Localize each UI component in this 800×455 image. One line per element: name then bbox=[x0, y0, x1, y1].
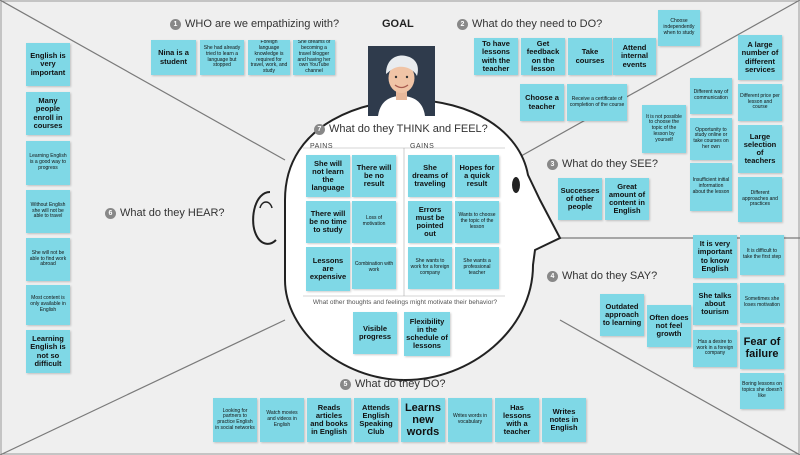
sticky-note[interactable]: It is very important to know English bbox=[693, 235, 737, 278]
sticky-note[interactable]: She wants a professional teacher bbox=[455, 247, 499, 289]
sticky-note[interactable]: Receive a certificate of completion of t… bbox=[567, 84, 627, 121]
sticky-note[interactable]: Opportunity to study online or take cour… bbox=[690, 118, 732, 160]
sticky-note[interactable]: Errors must be pointed out bbox=[408, 201, 452, 243]
sticky-note[interactable]: Learns new words bbox=[401, 398, 445, 442]
section-see-title: 3 What do they SEE? bbox=[547, 158, 658, 170]
section-title-text: What do they HEAR? bbox=[120, 207, 225, 219]
sticky-note[interactable]: Get feedback on the lesson bbox=[521, 38, 565, 75]
sticky-note[interactable]: There will be no time to study bbox=[306, 201, 350, 243]
sticky-note[interactable]: Writes words in vocabulary bbox=[448, 398, 492, 442]
sticky-note[interactable]: There will be no result bbox=[352, 155, 396, 197]
sticky-note[interactable]: Great amount of content in English bbox=[605, 178, 649, 220]
sticky-note[interactable]: Learning English is not so difficult bbox=[26, 330, 70, 373]
sticky-note[interactable]: English is very important bbox=[26, 43, 70, 86]
sticky-note[interactable]: Has a desire to work in a foreign compan… bbox=[693, 330, 737, 367]
gains-label: GAINS bbox=[410, 143, 435, 150]
section-do-title: 5 What do they DO? bbox=[340, 378, 446, 390]
section-number: 6 bbox=[105, 207, 116, 219]
sticky-note[interactable]: Many people enroll in courses bbox=[26, 92, 70, 135]
section-title-text: What do they THINK and FEEL? bbox=[329, 123, 488, 135]
sticky-note[interactable]: Lessons are expensive bbox=[306, 247, 350, 291]
section-title-text: What do they DO? bbox=[355, 378, 446, 390]
sticky-note[interactable]: Take courses bbox=[568, 38, 612, 75]
sticky-note[interactable]: Watch movies and videos in English bbox=[260, 398, 304, 442]
sticky-note[interactable]: She had already tried to learn a languag… bbox=[200, 40, 244, 75]
sticky-note[interactable]: She dreams of becoming a travel blogger … bbox=[293, 40, 335, 75]
sticky-note[interactable]: Different approaches and practices bbox=[738, 177, 782, 222]
sticky-note[interactable]: Sometimes she loses motivation bbox=[740, 283, 784, 323]
sticky-note[interactable]: Successes of other people bbox=[558, 178, 602, 220]
ear-shape bbox=[252, 191, 277, 245]
sticky-note[interactable]: She wants to work for a foreign company bbox=[408, 247, 452, 289]
section-title-text: WHO are we empathizing with? bbox=[185, 18, 340, 30]
motivation-question: What other thoughts and feelings might m… bbox=[312, 299, 498, 306]
section-number: 5 bbox=[340, 378, 351, 390]
sticky-note[interactable]: Looking for partners to practice English… bbox=[213, 398, 257, 442]
goal-label: GOAL bbox=[382, 18, 414, 30]
sticky-note[interactable]: Boring lessons on topics she doesn't lik… bbox=[740, 373, 784, 409]
section-number: 1 bbox=[170, 18, 181, 30]
sticky-note[interactable]: Large selection of teachers bbox=[738, 125, 782, 173]
sticky-note[interactable]: Has lessons with a teacher bbox=[495, 398, 539, 442]
sticky-note[interactable]: Visible progress bbox=[353, 312, 397, 354]
sticky-note[interactable]: Attend internal events bbox=[613, 38, 656, 75]
sticky-note[interactable]: Combination with work bbox=[352, 247, 396, 289]
sticky-note[interactable]: It is not possible to choose the topic o… bbox=[642, 105, 686, 153]
eye-shape bbox=[512, 177, 520, 193]
sticky-note[interactable]: A large number of different services bbox=[738, 35, 782, 80]
section-number: 7 bbox=[314, 123, 325, 135]
section-number: 2 bbox=[457, 18, 468, 30]
sticky-note[interactable]: Outdated approach to learning bbox=[600, 294, 644, 336]
sticky-note[interactable]: Fear of failure bbox=[740, 327, 784, 369]
sticky-note[interactable]: Choose independently when to study bbox=[658, 10, 700, 46]
section-title-text: What do they SAY? bbox=[562, 270, 658, 282]
section-think-title: 7 What do they THINK and FEEL? bbox=[314, 123, 488, 135]
section-title-text: What do they need to DO? bbox=[472, 18, 603, 30]
section-say-title: 4 What do they SAY? bbox=[547, 270, 657, 282]
section-who-title: 1 WHO are we empathizing with? bbox=[170, 18, 339, 30]
sticky-note[interactable]: Insufficient initial information about t… bbox=[690, 163, 732, 211]
sticky-note[interactable]: Most content is only available in Englis… bbox=[26, 285, 70, 325]
sticky-note[interactable]: Hopes for a quick result bbox=[455, 155, 499, 197]
section-hear-title: 6 What do they HEAR? bbox=[105, 207, 225, 219]
sticky-note[interactable]: To have lessons with the teacher bbox=[474, 38, 518, 75]
sticky-note[interactable]: It is difficult to take the first step bbox=[740, 235, 784, 275]
sticky-note[interactable]: She will not learn the language bbox=[306, 155, 350, 197]
sticky-note[interactable]: Writes notes in English bbox=[542, 398, 586, 442]
pains-label: PAINS bbox=[310, 143, 333, 150]
section-title-text: What do they SEE? bbox=[562, 158, 658, 170]
sticky-note[interactable]: Foreign language knowledge is required f… bbox=[248, 40, 290, 75]
section-number: 4 bbox=[547, 270, 558, 282]
sticky-note[interactable]: Wants to choose the topic of the lesson bbox=[455, 201, 499, 243]
sticky-note[interactable]: She will not be able to find work abroad bbox=[26, 238, 70, 281]
sticky-note[interactable]: Choose a teacher bbox=[520, 84, 564, 121]
section-need-title: 2 What do they need to DO? bbox=[457, 18, 602, 30]
sticky-note[interactable]: She dreams of traveling bbox=[408, 155, 452, 197]
persona-avatar bbox=[368, 46, 435, 116]
sticky-note[interactable]: Reads articles and books in English bbox=[307, 398, 351, 442]
sticky-note[interactable]: Without English she will not be able to … bbox=[26, 190, 70, 233]
sticky-note[interactable]: Loss of motivation bbox=[352, 201, 396, 243]
sticky-note[interactable]: Flexibility in the schedule of lessons bbox=[404, 312, 450, 356]
sticky-note[interactable]: Learning English is a good way to progre… bbox=[26, 141, 70, 185]
sticky-note[interactable]: Different price per lesson and course bbox=[738, 84, 782, 121]
sticky-note[interactable]: Attends English Speaking Club bbox=[354, 398, 398, 442]
section-number: 3 bbox=[547, 158, 558, 170]
sticky-note[interactable]: Often does not feel growth bbox=[647, 305, 691, 347]
sticky-note[interactable]: Different way of communication bbox=[690, 78, 732, 114]
sticky-note[interactable]: Nina is a student bbox=[151, 40, 196, 75]
sticky-note[interactable]: She talks about tourism bbox=[693, 283, 737, 325]
